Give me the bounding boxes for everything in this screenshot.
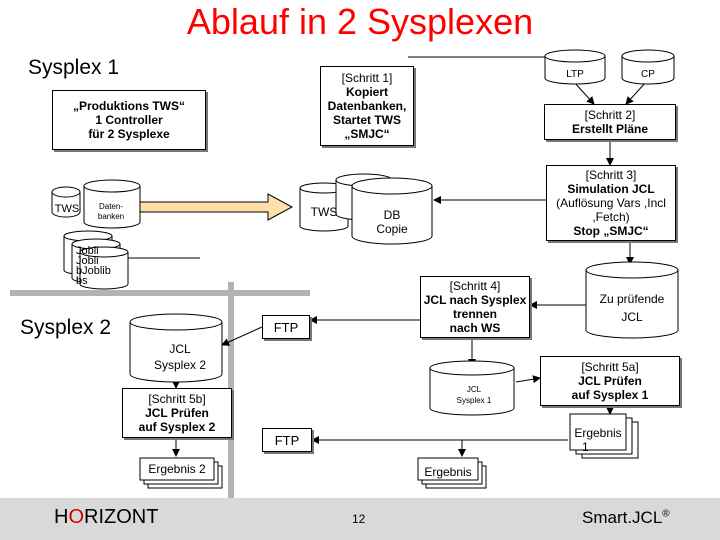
schritt4-line3: trennen (452, 307, 497, 321)
schritt1-line5: „SMJC“ (344, 127, 390, 141)
joblib-cylinders (63, 230, 129, 290)
ergebnis2-docs (139, 457, 223, 489)
ergebnis-docs (417, 457, 487, 489)
datenbanken-line1: Daten- (98, 202, 123, 211)
schritt5b-box: [Schritt 5b] JCL Prüfen auf Sysplex 2 (122, 388, 232, 438)
ergebnis1-label: Ergebnis 1 (572, 426, 624, 454)
tws-label: TWS (54, 203, 80, 215)
registered-mark: ® (662, 508, 670, 520)
schritt4-box: [Schritt 4] JCL nach Sysplex trennen nac… (420, 276, 530, 338)
cp-label: CP (641, 69, 655, 80)
ftp2-box: FTP (262, 428, 312, 452)
jcl-sysplex1-label: JCL Sysplex 1 (436, 384, 512, 406)
page-title: Ablauf in 2 Sysplexen (186, 1, 534, 42)
schritt5b-line3: auf Sysplex 2 (138, 420, 216, 434)
ltp-cylinder (544, 49, 606, 85)
zu-pruefende-line1: Zu prüfende (599, 292, 665, 306)
schritt3-line5: Stop „SMJC“ (573, 224, 649, 238)
jcl-sysplex2-label: JCL Sysplex 2 (140, 342, 220, 372)
zu-pruefende-label: Zu prüfende JCL (588, 292, 676, 324)
ftp1-box: FTP (262, 315, 310, 339)
horizont-logo: HORIZONT (54, 506, 158, 529)
schritt3-line2: Simulation JCL (567, 182, 655, 196)
produktion-tws-box: „Produktions TWS“ 1 Controller für 2 Sys… (52, 90, 206, 150)
db-copie-label: DB Copie (362, 208, 422, 236)
connector-ltp-schritt2 (573, 81, 595, 105)
schritt1-line1: [Schritt 1] (341, 71, 393, 85)
connector-cp-schritt2 (625, 81, 647, 105)
schritt5a-line3: auf Sysplex 1 (571, 388, 649, 402)
schritt5a-box: [Schritt 5a] JCL Prüfen auf Sysplex 1 (540, 356, 680, 406)
joblib-line3: bJoblib (76, 265, 111, 277)
produktion-line2: 1 Controller (95, 113, 163, 127)
datenbanken-cylinder (83, 179, 141, 229)
ergebnis-label: Ergebnis (424, 465, 472, 479)
produktion-line3: für 2 Sysplexe (88, 127, 170, 141)
sysplex-divider-horizontal (10, 290, 310, 296)
schritt2-box: [Schritt 2] Erstellt Pläne (544, 104, 676, 140)
schritt3-line1: [Schritt 3] (585, 168, 637, 182)
smartjcl-brand: Smart.JCL® (582, 508, 670, 528)
schritt2-line2: Erstellt Pläne (571, 122, 649, 136)
schritt5a-line2: JCL Prüfen (578, 374, 642, 388)
jcl-sysplex2-line1: JCL (169, 342, 191, 356)
ergebnis1-line2: 1 (582, 440, 589, 454)
jcl-sysplex2-cylinder (129, 313, 223, 383)
schritt5b-line2: JCL Prüfen (145, 406, 209, 420)
jcl-sysplex1-cylinder (429, 360, 515, 416)
schritt3-box: [Schritt 3] Simulation JCL (Auflösung Va… (546, 165, 676, 241)
schritt4-line4: nach WS (449, 321, 501, 335)
logo-o: O (68, 506, 85, 528)
tws-copy-label: TWS (310, 205, 338, 219)
schritt5b-line1: [Schritt 5b] (148, 392, 206, 406)
ltp-label: LTP (566, 69, 584, 80)
ergebnis1-line1: Ergebnis (574, 426, 622, 440)
schritt1-line4: Startet TWS (332, 113, 401, 127)
zu-pruefende-line2: JCL (621, 310, 643, 324)
ergebnis1-docs (569, 413, 639, 459)
footer-bar: HORIZONT 12 Smart.JCL® (0, 498, 720, 540)
tws-cylinder (51, 186, 81, 218)
page-number: 12 (352, 512, 366, 526)
jcl-sysplex1-line2: Sysplex 1 (456, 396, 492, 405)
joblib-line2: Jobli (76, 255, 99, 267)
datenbanken-line2: banken (97, 212, 125, 221)
logo-rest: RIZONT (84, 506, 159, 528)
joblib-line4: bs (76, 275, 88, 287)
connector-jclsysplex1-schritt5a (515, 375, 541, 384)
schritt4-line2: JCL nach Sysplex (423, 293, 527, 307)
connector-ftp1-jclsysplex2 (221, 326, 263, 346)
jcl-sysplex1-line1: JCL (466, 385, 482, 394)
joblib-line1: Jobli (76, 245, 99, 257)
schritt5a-line1: [Schritt 5a] (581, 360, 639, 374)
produktion-line1: „Produktions TWS“ (73, 99, 185, 113)
sysplex1-label: Sysplex 1 (28, 56, 120, 79)
datenbanken-label: Daten- banken (86, 202, 136, 222)
brand-text: Smart.JCL (582, 508, 663, 527)
schritt3-line4: ,Fetch) (592, 210, 630, 224)
schritt4-line1: [Schritt 4] (449, 279, 501, 293)
copy-arrow (139, 193, 294, 221)
schritt3-line3: (Auflösung Vars ,Incl (556, 196, 666, 210)
db-copie-line2: Copie (376, 222, 408, 236)
schritt1-line2: Kopiert (346, 85, 388, 99)
ergebnis2-label: Ergebnis 2 (148, 462, 206, 476)
sysplex2-label: Sysplex 2 (20, 316, 112, 339)
schritt1-line3: Datenbanken, (327, 99, 407, 113)
schritt1-box: [Schritt 1] Kopiert Datenbanken, Startet… (320, 66, 414, 146)
schritt2-line1: [Schritt 2] (584, 108, 636, 122)
zu-pruefende-cylinder (585, 261, 679, 339)
db-copie-cylinders (335, 173, 433, 245)
joblib-label: Jobli Jobli bJoblib bs (76, 245, 122, 287)
db-copie-line1: DB (383, 208, 401, 222)
cp-cylinder (621, 49, 675, 85)
logo-h: H (54, 506, 69, 528)
jcl-sysplex2-line2: Sysplex 2 (153, 358, 207, 372)
